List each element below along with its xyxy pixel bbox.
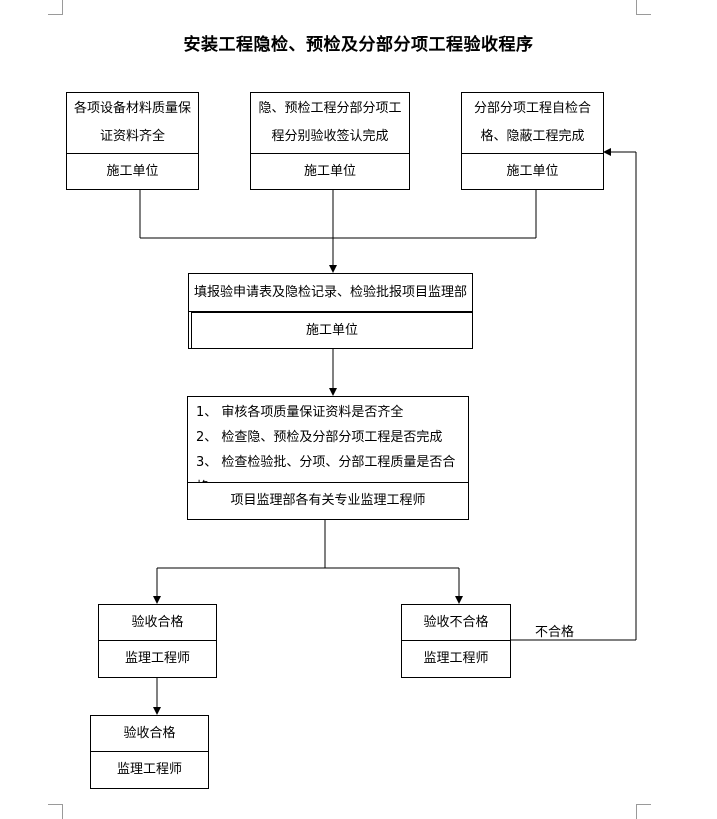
top-box-self-check-unit: 施工单位 bbox=[461, 153, 604, 190]
top-box-inspections-text: 隐、预检工程分部分项工程分别验收签认完成 bbox=[250, 92, 410, 154]
fail-loop-label: 不合格 bbox=[535, 625, 575, 640]
corner-mark-bottom-left bbox=[48, 804, 63, 819]
top-box-materials: 各项设备材料质量保证资料齐全 施工单位 bbox=[66, 92, 199, 190]
top-box-self-check-text: 分部分项工程自检合格、隐蔽工程完成 bbox=[461, 92, 604, 154]
pass-box-text: 验收合格 bbox=[98, 604, 217, 641]
review-box: 1、 审核各项质量保证资料是否齐全 2、 检查隐、预检及分部分项工程是否完成 3… bbox=[187, 396, 469, 520]
corner-mark-top-right bbox=[636, 0, 651, 15]
report-box-unit: 施工单位 bbox=[191, 312, 473, 349]
review-item-1: 1、 审核各项质量保证资料是否齐全 bbox=[196, 405, 404, 420]
top-box-materials-unit: 施工单位 bbox=[66, 153, 199, 190]
corner-mark-top-left bbox=[48, 0, 63, 15]
fail-box-text: 验收不合格 bbox=[401, 604, 511, 641]
fail-box: 验收不合格 监理工程师 bbox=[401, 604, 511, 678]
pass-box-unit: 监理工程师 bbox=[98, 640, 217, 678]
final-box-unit: 监理工程师 bbox=[90, 751, 209, 789]
final-box-text: 验收合格 bbox=[90, 715, 209, 752]
report-box: 填报验申请表及隐检记录、检验批报项目监理部 施工单位 bbox=[188, 273, 473, 349]
review-box-unit: 项目监理部各有关专业监理工程师 bbox=[187, 482, 469, 520]
report-box-text: 填报验申请表及隐检记录、检验批报项目监理部 bbox=[188, 273, 473, 312]
top-box-inspections-unit: 施工单位 bbox=[250, 153, 410, 190]
review-item-2: 2、 检查隐、预检及分部分项工程是否完成 bbox=[196, 430, 443, 445]
corner-mark-bottom-right bbox=[636, 804, 651, 819]
top-box-inspections: 隐、预检工程分部分项工程分别验收签认完成 施工单位 bbox=[250, 92, 410, 190]
top-box-self-check: 分部分项工程自检合格、隐蔽工程完成 施工单位 bbox=[461, 92, 604, 190]
top-box-materials-text: 各项设备材料质量保证资料齐全 bbox=[66, 92, 199, 154]
page-title: 安装工程隐检、预检及分部分项工程验收程序 bbox=[183, 35, 534, 55]
pass-box: 验收合格 监理工程师 bbox=[98, 604, 217, 678]
final-box: 验收合格 监理工程师 bbox=[90, 715, 209, 789]
fail-box-unit: 监理工程师 bbox=[401, 640, 511, 678]
